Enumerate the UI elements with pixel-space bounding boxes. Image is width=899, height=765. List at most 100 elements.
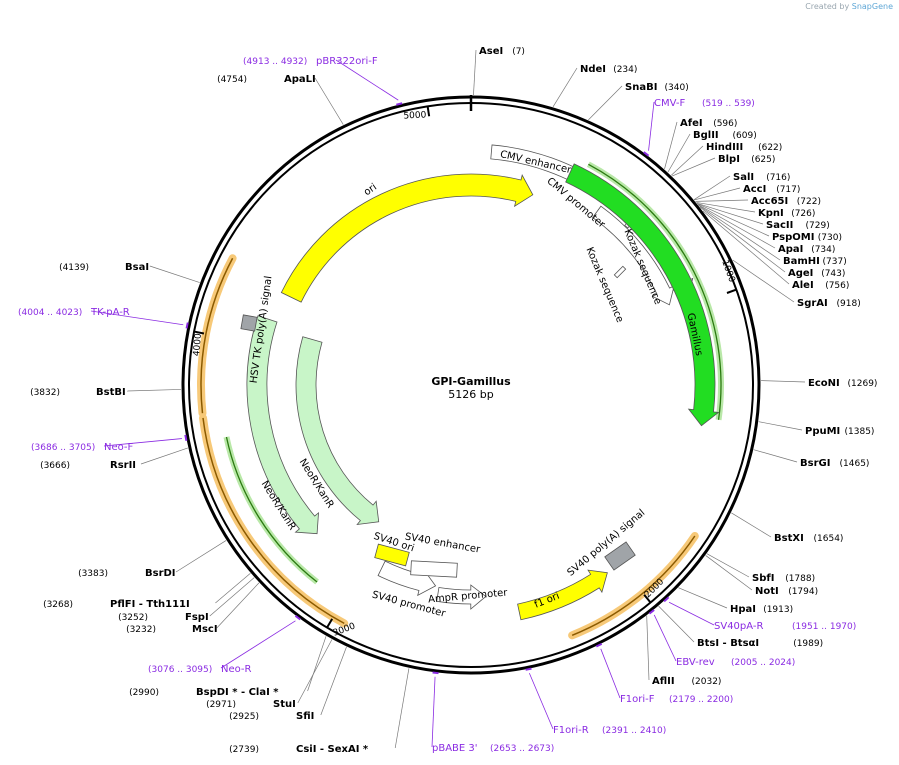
enzyme-site-label: SgrAI [797, 298, 828, 309]
enzyme-site-position: (743) [821, 269, 845, 279]
primer-range: (2653 .. 2673) [490, 744, 554, 754]
primer-mark [643, 151, 650, 157]
primer-mark [648, 609, 655, 615]
enzyme-site-position: (4139) [59, 263, 89, 273]
primer-leader [335, 59, 399, 101]
enzyme-site-position: (3232) [126, 625, 156, 635]
enzyme-site-position: (1465) [840, 459, 870, 469]
credit-brand: SnapGene [851, 2, 893, 11]
cds-line [588, 163, 722, 420]
primer-label: F1ori-F [620, 694, 655, 705]
enzyme-site-label: AseI [479, 46, 503, 57]
primer-leader [668, 601, 715, 626]
tick-label: 5000 [403, 110, 427, 121]
primer-mark [294, 615, 301, 621]
enzyme-leader [658, 605, 695, 643]
enzyme-site-label: HpaI [730, 604, 756, 615]
primer-mark [185, 322, 189, 329]
primer-label: Neo-R [221, 664, 252, 675]
enzyme-site-label: SacII [766, 220, 793, 231]
primer-mark [184, 434, 188, 441]
orf-line [571, 535, 696, 637]
enzyme-site-label: SfiI [296, 711, 314, 722]
enzyme-leader [697, 204, 776, 249]
enzyme-site-position: (730) [818, 233, 842, 243]
primer-range: (2005 .. 2024) [731, 658, 795, 668]
enzyme-site-position: (3252) [118, 613, 148, 623]
enzyme-site-label: BtsI - BtsαI [697, 638, 759, 649]
enzyme-site-label: BstBI [96, 387, 126, 398]
enzyme-site-position: (622) [758, 143, 782, 153]
primer-mark [595, 642, 603, 648]
enzyme-leader [695, 199, 749, 202]
enzyme-leader [696, 202, 764, 225]
tick-mark [726, 288, 737, 294]
enzyme-leader [216, 582, 260, 629]
enzyme-site-label: BstXI [774, 533, 804, 544]
feature-sv40-enhancer [410, 560, 458, 578]
primer-label: Neo-F [104, 442, 134, 453]
feature-sv40-polya [604, 541, 636, 571]
feature-label-ori: ori [362, 182, 379, 198]
enzyme-site-label: FspI [185, 612, 209, 623]
enzyme-site-label: KpnI [758, 208, 784, 219]
enzyme-site-label: HindIII [706, 142, 743, 153]
feature-hsv-tk-polya [240, 314, 258, 332]
enzyme-site-position: (596) [713, 119, 737, 129]
enzyme-leader [760, 380, 806, 383]
feature-gamillus [565, 163, 720, 427]
primer-range: (4913 .. 4932) [243, 57, 307, 67]
feature-label-kozak-2: Kozak sequence [583, 246, 625, 325]
enzyme-site-position: (4754) [217, 75, 247, 85]
primer-mark [525, 667, 532, 671]
enzyme-site-label: PspOMI [772, 232, 814, 243]
enzyme-leader [697, 203, 770, 237]
enzyme-leader [696, 202, 756, 213]
enzyme-site-position: (1654) [814, 534, 844, 544]
enzyme-site-position: (2739) [229, 745, 259, 755]
primer-range: (519 .. 539) [702, 99, 755, 109]
feature-neor-outer [246, 315, 319, 535]
enzyme-site-position: (716) [766, 173, 790, 183]
orf-line [200, 257, 234, 414]
enzyme-site-label: BglII [693, 130, 719, 141]
primer-label: pBR322ori-F [316, 56, 378, 67]
enzyme-leader [698, 205, 781, 261]
primer-leader [648, 101, 655, 151]
enzyme-site-position: (726) [791, 209, 815, 219]
primer-range: (4004 .. 4023) [18, 308, 82, 318]
enzyme-leader [671, 157, 716, 177]
primer-label: CMV-F [654, 98, 685, 109]
enzyme-site-label: EcoNI [808, 378, 840, 389]
enzyme-site-position: (340) [665, 83, 689, 93]
feature-ori [280, 173, 534, 303]
enzyme-leader [699, 206, 786, 273]
enzyme-leader [394, 668, 410, 749]
tick-label: 4000 [192, 333, 204, 357]
enzyme-site-position: (1913) [763, 605, 793, 615]
primer-range: (3686 .. 3705) [31, 443, 95, 453]
enzyme-site-position: (3666) [40, 461, 70, 471]
enzyme-site-position: (234) [613, 65, 637, 75]
primer-leader [528, 672, 554, 730]
primer-leader [600, 648, 621, 699]
credit-prefix: Created by [805, 2, 850, 11]
enzyme-leader [753, 449, 798, 463]
primer-leader [431, 676, 436, 748]
enzyme-leader [758, 421, 803, 431]
enzyme-site-label: AccI [743, 184, 766, 195]
enzyme-site-label: AleI [792, 280, 814, 291]
enzyme-site-position: (7) [512, 47, 525, 57]
enzyme-site-label: NotI [755, 586, 779, 597]
plasmid-length: 5126 bp [448, 388, 493, 401]
enzyme-leader [667, 133, 691, 173]
primer-leader [653, 614, 677, 662]
primer-leader [90, 310, 184, 326]
feature-neor-inner [295, 336, 380, 525]
enzyme-leader [307, 636, 327, 692]
enzyme-site-label: PpuMI [805, 426, 840, 437]
enzyme-site-label: BsaI [125, 262, 149, 273]
enzyme-leader [209, 577, 255, 617]
enzyme-site-position: (2925) [229, 712, 259, 722]
